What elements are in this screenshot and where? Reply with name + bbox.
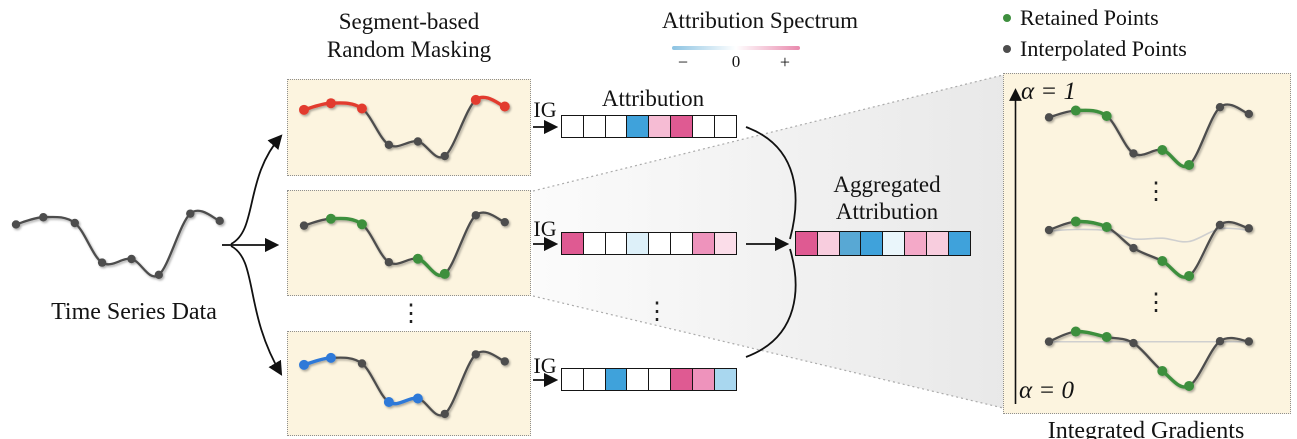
masking-title-line2: Random Masking [326,37,492,62]
spectrum-zero-label: 0 [731,52,741,71]
attribution-cell [816,231,840,256]
attribution-cell [561,368,584,391]
retained-point-dot [1003,14,1011,22]
ig-panel-ellipsis-1: ⋮ [1144,179,1168,205]
attribution-cell [882,231,906,256]
attribution-row-1 [561,115,737,138]
fanout-arrow-top [230,134,283,245]
masking-title-line1: Segment-based [338,9,480,34]
legend-interpolated: Interpolated Points [1003,36,1187,62]
attribution-cell [626,368,650,391]
attribution-row-2 [561,232,737,255]
attribution-ellipsis: ⋮ [645,299,669,325]
masked-series-chart-green [299,211,509,279]
masked-series-chart-red [299,94,510,161]
masking-ellipsis: ⋮ [399,301,423,327]
spectrum-minus-label: − [677,52,689,72]
alpha-top-label: α = 1 [1021,78,1076,105]
masked-series-box-2 [287,190,531,296]
attribution-row-3 [561,368,737,391]
attribution-cell [691,232,715,255]
attribution-cell [648,232,672,255]
ig-label-2: IG [533,216,557,241]
funnel-line-top [532,74,1004,192]
legend-interpolated-label: Interpolated Points [1020,36,1187,61]
attribution-cell [626,232,650,255]
attribution-label: Attribution [601,86,705,111]
alpha-bottom-label: α = 0 [1019,377,1074,404]
aggregated-title: Aggregated Attribution [790,171,984,225]
funnel-line-bottom [532,295,1004,409]
fanout-arrow-bottom [230,245,283,376]
interpolation-chart-alpha1 [1044,102,1254,170]
legend-retained-label: Retained Points [1020,5,1159,30]
attribution-cell [648,115,672,138]
masked-series-chart-blue [299,350,509,419]
interpolation-chart-alpha0 [1044,326,1254,391]
attribution-cell [670,232,694,255]
merge-curve-bottom [745,248,797,358]
attribution-cell [582,368,606,391]
attribution-cell [795,231,818,256]
attribution-cell [648,368,672,391]
zoom-funnel [533,75,1003,408]
aggregated-attribution-row [795,231,971,256]
attribution-cell [691,115,715,138]
attribution-cell [582,115,606,138]
legend-retained: Retained Points [1003,5,1187,31]
masked-series-box-3 [287,331,531,436]
attribution-cell [838,231,862,256]
attribution-cell [604,232,628,255]
attribution-cell [670,115,694,138]
attribution-cell [713,232,737,255]
attribution-cell [925,231,949,256]
attribution-cell [947,231,971,256]
spectrum-gradient-bar [672,46,800,50]
masked-series-box-1 [287,79,531,176]
attribution-cell [561,115,584,138]
time-series-label: Time Series Data [51,299,217,325]
attribution-cell [626,115,650,138]
ig-panel-ellipsis-2: ⋮ [1144,290,1168,316]
interpolation-chart-middle [1044,216,1254,281]
ig-label-1: IG [533,97,557,122]
attribution-cell [860,231,884,256]
attribution-cell [713,115,737,138]
attribution-cell [904,231,928,256]
time-series-chart [11,209,224,280]
attribution-cell [582,232,606,255]
merge-curve-top [745,126,797,240]
integrated-gradients-caption: Integrated Gradients [1047,418,1245,439]
attribution-cell [670,368,694,391]
attribution-cell [713,368,737,391]
aggregated-title-line1: Aggregated [833,172,941,197]
ig-label-3: IG [533,353,557,378]
points-legend: Retained Points Interpolated Points [1003,5,1187,62]
integrated-gradients-panel: α = 1 ⋮ ⋮ α = 0 [1003,73,1291,414]
masking-title: Segment-based Random Masking [287,8,531,64]
attribution-cell [561,232,584,255]
attribution-cell [604,368,628,391]
attribution-cell [691,368,715,391]
interpolated-point-dot [1003,45,1011,53]
spectrum-plus-label: + [779,52,791,72]
attribution-cell [604,115,628,138]
alpha-axis [1009,88,1022,404]
aggregated-title-line2: Attribution [835,199,939,224]
spectrum-title: Attribution Spectrum [661,8,859,33]
